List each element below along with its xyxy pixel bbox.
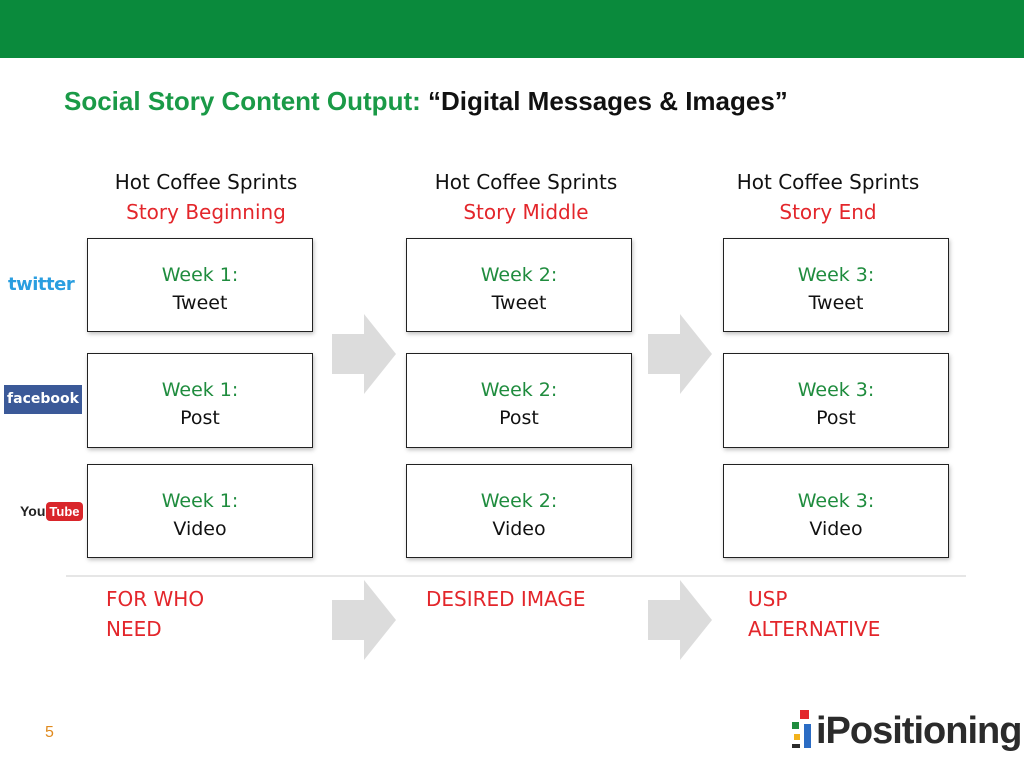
bottom-label-line1: DESIRED IMAGE <box>426 587 586 611</box>
column-phase: Story End <box>779 200 877 224</box>
cell-kind: Post <box>499 407 539 429</box>
bottom-label-for-who: FOR WHO NEED <box>106 584 204 644</box>
twitter-logo-icon: twitter <box>8 270 80 300</box>
arrow-right-icon <box>648 314 712 394</box>
column-header-beginning: Hot Coffee Sprints Story Beginning <box>76 167 336 227</box>
ipositioning-logo-icon <box>792 710 811 748</box>
twitter-logo-text: twitter <box>8 274 75 295</box>
page-number: 5 <box>45 724 54 741</box>
cell-week1-post: Week 1: Post <box>87 353 313 448</box>
cell-week1-tweet: Week 1: Tweet <box>87 238 313 332</box>
cell-kind: Post <box>816 407 856 429</box>
cell-week: Week 1: <box>161 264 239 286</box>
column-header-middle: Hot Coffee Sprints Story Middle <box>396 167 656 227</box>
title-label: Social Story Content Output: <box>64 86 421 116</box>
cell-week2-post: Week 2: Post <box>406 353 632 448</box>
column-header-end: Hot Coffee Sprints Story End <box>698 167 958 227</box>
cell-kind: Video <box>173 518 227 540</box>
arrow-right-icon <box>332 314 396 394</box>
cell-week2-video: Week 2: Video <box>406 464 632 558</box>
column-heading: Hot Coffee Sprints <box>736 170 920 194</box>
column-heading: Hot Coffee Sprints <box>114 170 298 194</box>
arrow-right-icon <box>648 580 712 660</box>
column-heading: Hot Coffee Sprints <box>434 170 618 194</box>
bottom-label-line2: ALTERNATIVE <box>748 617 881 641</box>
cell-week3-video: Week 3: Video <box>723 464 949 558</box>
header-bar <box>0 0 1024 58</box>
facebook-logo-text: facebook <box>7 391 79 407</box>
bottom-label-line2: NEED <box>106 617 162 641</box>
cell-kind: Tweet <box>172 292 228 314</box>
cell-week: Week 1: <box>161 379 239 401</box>
cell-kind: Post <box>180 407 220 429</box>
cell-week: Week 3: <box>797 264 875 286</box>
brand-name: iPositioning <box>816 709 1022 752</box>
youtube-logo-you: You <box>20 503 46 519</box>
column-phase: Story Middle <box>463 200 589 224</box>
brand-logo: iPositioning <box>790 706 1022 756</box>
divider <box>66 575 966 577</box>
cell-week: Week 3: <box>797 379 875 401</box>
cell-kind: Video <box>809 518 863 540</box>
youtube-logo-tube: Tube <box>46 501 83 521</box>
bottom-label-desired-image: DESIRED IMAGE <box>426 584 586 614</box>
cell-week: Week 1: <box>161 490 239 512</box>
bottom-label-line1: USP <box>748 587 788 611</box>
facebook-logo-icon: facebook <box>4 385 82 414</box>
cell-kind: Tweet <box>491 292 547 314</box>
bottom-label-usp: USP ALTERNATIVE <box>748 584 880 644</box>
cell-week: Week 2: <box>480 379 558 401</box>
cell-week: Week 3: <box>797 490 875 512</box>
youtube-logo-icon: You Tube <box>20 500 83 522</box>
cell-kind: Video <box>492 518 546 540</box>
cell-week: Week 2: <box>480 490 558 512</box>
cell-week2-tweet: Week 2: Tweet <box>406 238 632 332</box>
column-phase: Story Beginning <box>126 200 286 224</box>
cell-week3-tweet: Week 3: Tweet <box>723 238 949 332</box>
cell-kind: Tweet <box>808 292 864 314</box>
cell-week1-video: Week 1: Video <box>87 464 313 558</box>
bottom-label-line1: FOR WHO <box>106 587 205 611</box>
cell-week3-post: Week 3: Post <box>723 353 949 448</box>
arrow-right-icon <box>332 580 396 660</box>
slide-title: Social Story Content Output: “Digital Me… <box>64 86 788 117</box>
title-quote: “Digital Messages & Images” <box>428 86 788 116</box>
cell-week: Week 2: <box>480 264 558 286</box>
